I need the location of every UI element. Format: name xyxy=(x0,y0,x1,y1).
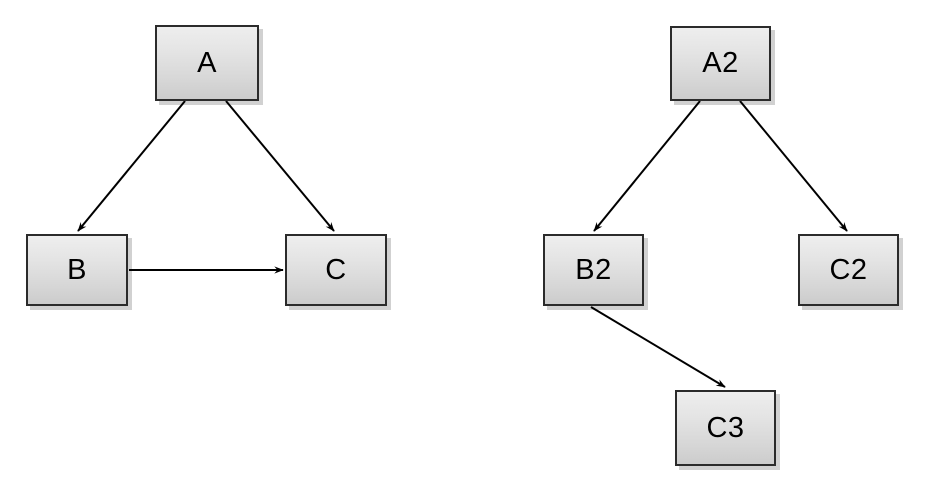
node-label-a: A xyxy=(197,46,217,79)
node-label-c3: C3 xyxy=(706,411,745,444)
edge-a2-c2 xyxy=(739,100,848,232)
node-label-b2: B2 xyxy=(575,253,612,286)
node-label-c: C xyxy=(325,253,347,286)
node-a[interactable]: A xyxy=(155,25,259,101)
node-b[interactable]: B xyxy=(26,234,128,306)
node-c[interactable]: C xyxy=(285,234,387,306)
node-a2[interactable]: A2 xyxy=(670,26,771,101)
edge-a2-b2 xyxy=(593,100,701,232)
node-c2[interactable]: C2 xyxy=(798,234,899,306)
node-label-a2: A2 xyxy=(702,47,739,79)
node-b2[interactable]: B2 xyxy=(543,234,644,306)
node-label-c2: C2 xyxy=(829,253,868,286)
edge-b2-c3 xyxy=(590,306,726,388)
node-label-b: B xyxy=(67,253,87,286)
edge-a-c xyxy=(225,100,335,232)
node-c3[interactable]: C3 xyxy=(675,390,776,466)
edge-a-b xyxy=(77,100,186,232)
